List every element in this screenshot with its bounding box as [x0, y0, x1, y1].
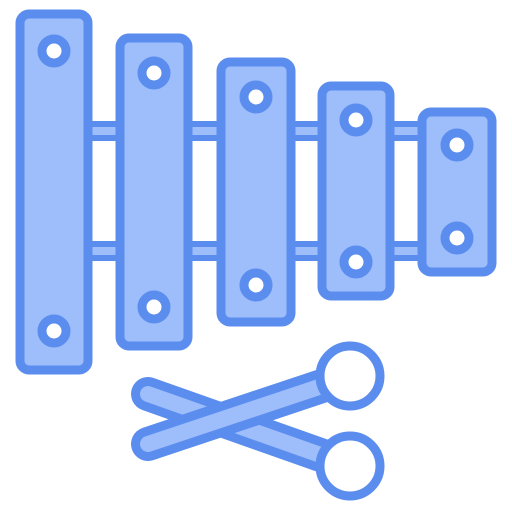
bar-3-hole-bottom	[239, 268, 273, 302]
bar-2	[115, 33, 193, 351]
mallet-1-head	[315, 431, 385, 501]
mallets	[131, 341, 385, 501]
bar-4-hole-top	[339, 103, 373, 137]
bar-4	[317, 81, 395, 301]
bar-3-hole-top	[239, 80, 273, 114]
mallet-2	[131, 341, 385, 461]
bar-1	[15, 9, 93, 375]
bar-5-hole-top	[440, 128, 474, 162]
bar-2-hole-top	[137, 56, 171, 90]
mallet-2-head	[315, 341, 385, 411]
bar-3	[216, 57, 296, 327]
xylophone-bars	[15, 9, 497, 375]
bar-1-hole-bottom	[37, 314, 71, 348]
mallet-1	[131, 377, 385, 501]
bar-2-hole-bottom	[137, 290, 171, 324]
bar-1-hole-top	[37, 34, 71, 68]
bar-4-hole-bottom	[339, 245, 373, 279]
bar-5-hole-bottom	[440, 221, 474, 255]
bar-5	[417, 107, 497, 277]
